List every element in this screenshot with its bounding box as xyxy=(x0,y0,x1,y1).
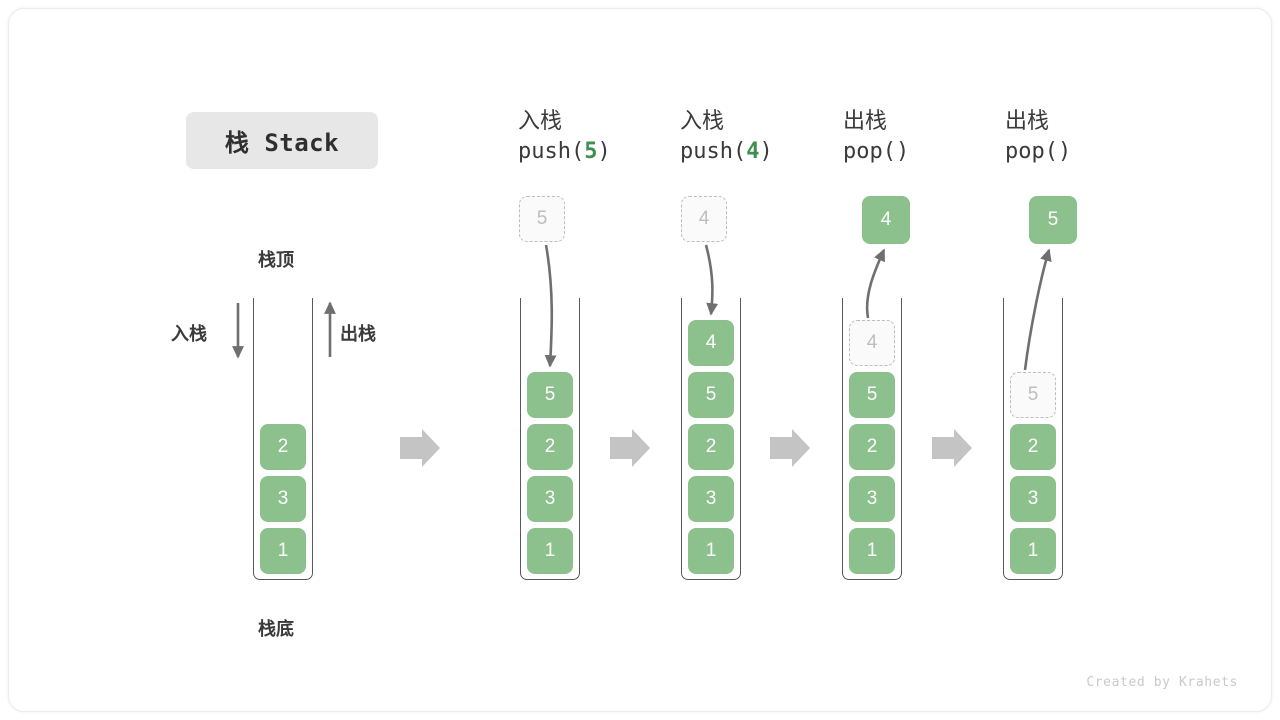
stack-cell: 1 xyxy=(260,528,306,574)
stack-cell: 5 xyxy=(527,372,573,418)
ghost-cell-push-4: 4 xyxy=(681,196,727,242)
pop-result-cell-4: 4 xyxy=(862,196,910,244)
code-prefix: pop( xyxy=(1005,139,1058,164)
code-suffix: ) xyxy=(1057,139,1072,164)
stack-cell: 2 xyxy=(527,424,573,470)
ghost-cell-push-5: 5 xyxy=(519,196,565,242)
ghost-cell-pop-5: 5 xyxy=(1010,372,1056,418)
operation-title-pop-4: 出栈 pop() xyxy=(843,106,983,168)
stack-container-initial xyxy=(253,298,313,580)
stack-cell: 3 xyxy=(849,476,895,522)
code-suffix: ) xyxy=(759,139,773,164)
stack-container-pop-4 xyxy=(842,298,902,580)
stack-cell: 4 xyxy=(688,320,734,366)
code-suffix: ) xyxy=(895,139,910,164)
code-prefix: push( xyxy=(518,139,585,164)
stack-cell: 3 xyxy=(260,476,306,522)
code-suffix: ) xyxy=(597,139,611,164)
operation-cn-label: 入栈 xyxy=(680,108,725,133)
stack-cell: 2 xyxy=(1010,424,1056,470)
footer-credit: Created by Krahets xyxy=(1086,675,1238,690)
stack-cell: 3 xyxy=(527,476,573,522)
stack-bottom-label: 栈底 xyxy=(258,619,294,639)
pop-direction-label: 出栈 xyxy=(340,324,376,344)
stack-cell: 2 xyxy=(688,424,734,470)
stack-cell: 1 xyxy=(688,528,734,574)
stack-container-push-5 xyxy=(520,298,580,580)
operation-cn-label: 出栈 xyxy=(843,108,888,133)
code-argument: 5 xyxy=(584,139,598,164)
stack-cell: 2 xyxy=(260,424,306,470)
stack-container-push-4 xyxy=(681,298,741,580)
stack-cell: 3 xyxy=(688,476,734,522)
operation-code-label: push(4) xyxy=(680,136,820,168)
stack-cell: 3 xyxy=(1010,476,1056,522)
operation-title-push-4: 入栈 push(4) xyxy=(680,106,820,168)
operation-code-label: push(5) xyxy=(518,136,658,168)
code-prefix: pop( xyxy=(843,139,896,164)
stack-cell: 5 xyxy=(688,372,734,418)
stack-cell: 2 xyxy=(849,424,895,470)
operation-code-label: pop() xyxy=(843,136,983,168)
operation-title-pop-5: 出栈 pop() xyxy=(1005,106,1145,168)
operation-cn-label: 入栈 xyxy=(518,108,563,133)
code-prefix: push( xyxy=(680,139,747,164)
stack-cell: 1 xyxy=(1010,528,1056,574)
push-direction-label: 入栈 xyxy=(171,324,207,344)
stack-cell: 5 xyxy=(849,372,895,418)
title-badge: 栈 Stack xyxy=(186,112,378,169)
operation-cn-label: 出栈 xyxy=(1005,108,1050,133)
pop-result-cell-5: 5 xyxy=(1029,196,1077,244)
operation-code-label: pop() xyxy=(1005,136,1145,168)
stack-container-pop-5 xyxy=(1003,298,1063,580)
stack-cell: 1 xyxy=(527,528,573,574)
ghost-cell-pop-4: 4 xyxy=(849,320,895,366)
code-argument: 4 xyxy=(746,139,760,164)
stack-top-label: 栈顶 xyxy=(258,250,294,270)
operation-title-push-5: 入栈 push(5) xyxy=(518,106,658,168)
stack-cell: 1 xyxy=(849,528,895,574)
